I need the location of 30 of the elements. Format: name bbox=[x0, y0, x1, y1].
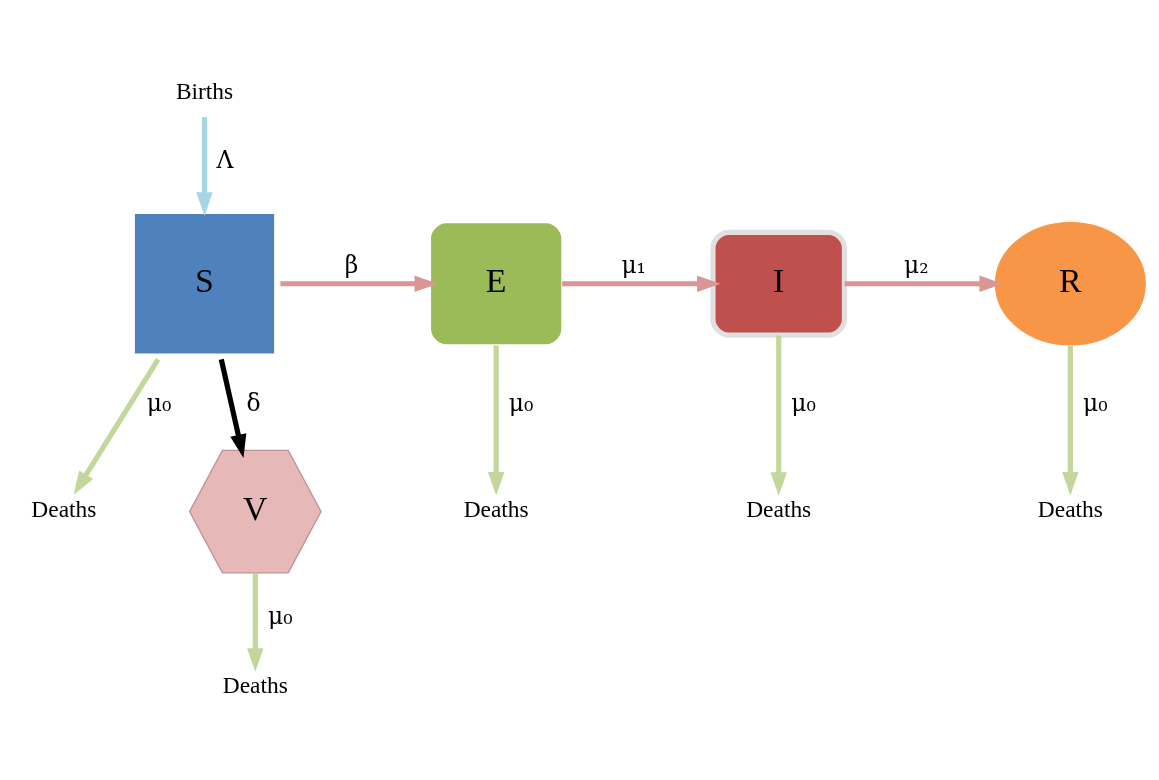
edge-label: μ₀ bbox=[146, 388, 172, 417]
node-text: Deaths bbox=[463, 495, 529, 522]
arrow bbox=[218, 358, 247, 458]
edge-label: β bbox=[344, 250, 359, 279]
node-box: I bbox=[710, 229, 848, 338]
node-box: S bbox=[133, 212, 276, 355]
node-text: Deaths bbox=[31, 495, 97, 522]
edge-label: μ₁ bbox=[621, 250, 647, 279]
edge-label: Λ bbox=[216, 145, 234, 174]
edge-label: μ₂ bbox=[903, 250, 929, 279]
edge-label: δ bbox=[246, 388, 261, 417]
edge-label: μ₀ bbox=[508, 388, 534, 417]
arrow bbox=[280, 275, 438, 292]
node-ellipse: R bbox=[994, 221, 1146, 346]
arrow bbox=[247, 572, 264, 672]
arrow bbox=[196, 116, 213, 216]
arrow bbox=[1062, 344, 1079, 496]
arrow bbox=[73, 357, 161, 495]
node-box: E bbox=[429, 221, 563, 346]
arrow bbox=[487, 344, 505, 496]
node-text: Deaths bbox=[222, 671, 288, 698]
edge-label: μ₀ bbox=[267, 601, 293, 630]
arrow bbox=[562, 275, 721, 292]
edge-label: μ₀ bbox=[791, 388, 816, 417]
edge-label: μ₀ bbox=[1082, 388, 1108, 417]
arrow bbox=[844, 275, 1003, 292]
node-text: Deaths bbox=[746, 495, 812, 522]
arrow bbox=[770, 335, 787, 496]
node-text: Deaths bbox=[1037, 495, 1103, 522]
node-text: Births bbox=[175, 77, 234, 104]
